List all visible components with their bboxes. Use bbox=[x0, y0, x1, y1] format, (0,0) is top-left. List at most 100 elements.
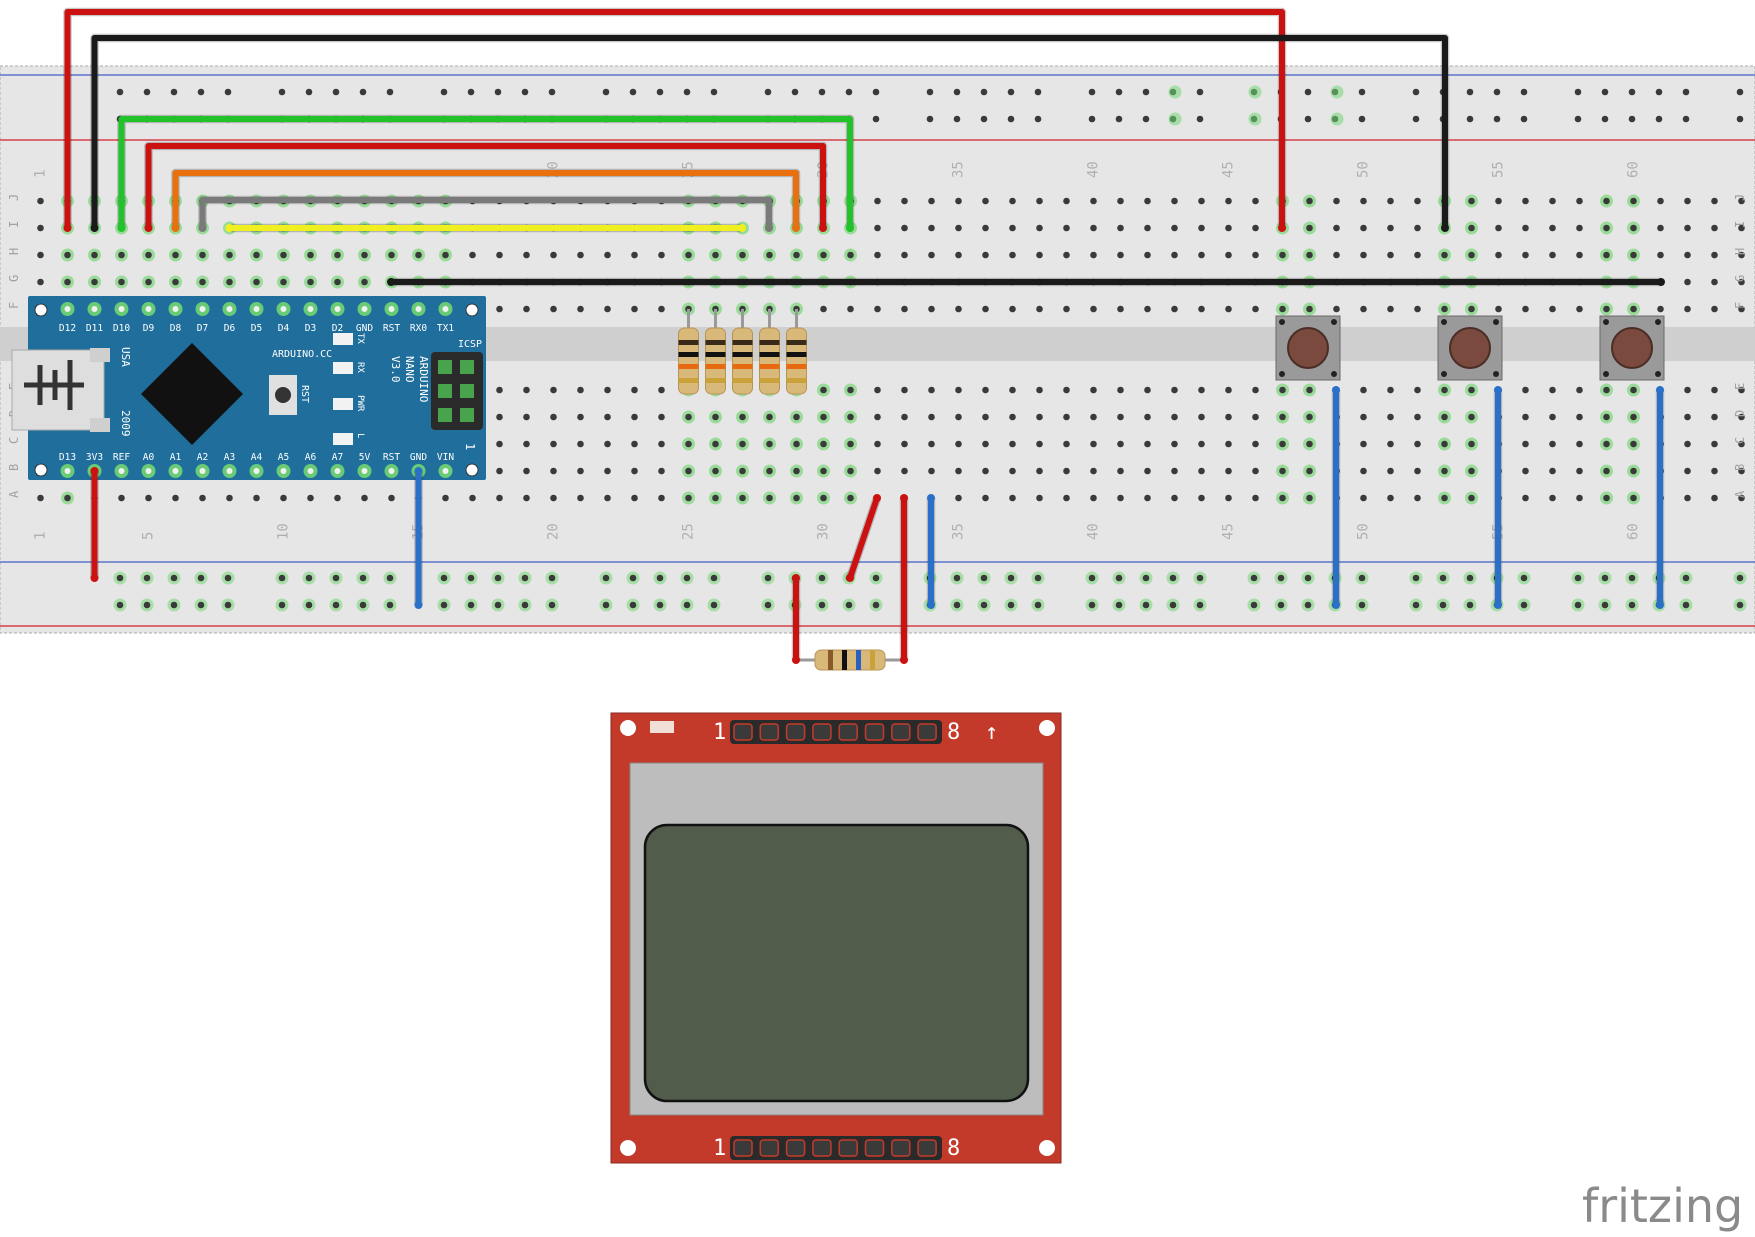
hole bbox=[1414, 251, 1421, 259]
nano-pin-center bbox=[145, 468, 152, 474]
hole bbox=[496, 494, 503, 502]
hole bbox=[1144, 413, 1151, 421]
rail-hole bbox=[980, 115, 988, 123]
lcd-pin bbox=[838, 723, 858, 741]
column-number: 45 bbox=[1221, 523, 1237, 540]
rail-hole bbox=[683, 601, 691, 609]
rail-hole bbox=[818, 574, 826, 582]
hole bbox=[1495, 305, 1502, 313]
lcd-hole-br bbox=[1039, 1140, 1055, 1156]
hole bbox=[388, 251, 395, 259]
rail-hole bbox=[1520, 601, 1528, 609]
wire-green-end bbox=[846, 224, 854, 232]
hole bbox=[1009, 386, 1016, 394]
hole bbox=[550, 413, 557, 421]
nano-pin-center bbox=[172, 306, 179, 312]
hole bbox=[955, 413, 962, 421]
hole bbox=[658, 386, 665, 394]
rail-hole bbox=[1682, 601, 1690, 609]
hole bbox=[1630, 224, 1637, 232]
rail-hole bbox=[683, 88, 691, 96]
hole bbox=[658, 494, 665, 502]
hole bbox=[1441, 494, 1448, 502]
hole bbox=[1063, 494, 1070, 502]
hole bbox=[1036, 494, 1043, 502]
rail-hole bbox=[656, 88, 664, 96]
rail-hole bbox=[710, 574, 718, 582]
hole bbox=[1333, 197, 1340, 205]
hole bbox=[1603, 494, 1610, 502]
nano-pin-center bbox=[253, 306, 260, 312]
nano-bottom-pin-label: A1 bbox=[170, 452, 182, 463]
hole bbox=[658, 467, 665, 475]
rail-hole-highlight bbox=[1168, 112, 1182, 126]
hole bbox=[1441, 251, 1448, 259]
hole bbox=[1441, 305, 1448, 313]
rail-hole bbox=[764, 601, 772, 609]
rail-hole bbox=[467, 601, 475, 609]
nano-pin-center bbox=[280, 468, 287, 474]
rail-hole bbox=[278, 88, 286, 96]
lcd-header bbox=[730, 720, 942, 744]
rail-hole bbox=[1034, 115, 1042, 123]
hole bbox=[658, 305, 665, 313]
nano-bottom-pin-label: A6 bbox=[305, 452, 317, 463]
hole bbox=[604, 413, 611, 421]
nano-top-pin-label: RX0 bbox=[410, 323, 427, 334]
hole bbox=[1198, 440, 1205, 448]
hole bbox=[1198, 305, 1205, 313]
rail-hole bbox=[1601, 115, 1609, 123]
hole bbox=[1063, 440, 1070, 448]
wire-black-ground-end bbox=[1657, 278, 1665, 286]
rail-hole bbox=[602, 574, 610, 582]
hole bbox=[928, 467, 935, 475]
hole bbox=[226, 251, 233, 259]
hole bbox=[793, 251, 800, 259]
hole bbox=[1549, 305, 1556, 313]
hole bbox=[577, 467, 584, 475]
hole bbox=[1603, 413, 1610, 421]
hole bbox=[1009, 197, 1016, 205]
hole bbox=[1684, 494, 1691, 502]
nano-brand: ARDUINO.CC bbox=[272, 349, 332, 360]
wire-red-mid bbox=[145, 143, 826, 231]
hole bbox=[1252, 386, 1259, 394]
column-number: 40 bbox=[1086, 161, 1102, 178]
row-letter: F bbox=[7, 302, 21, 309]
hole bbox=[496, 251, 503, 259]
nano-pin-center bbox=[118, 468, 125, 474]
rail-hole bbox=[953, 115, 961, 123]
hole bbox=[685, 494, 692, 502]
lcd-header bbox=[730, 1136, 942, 1160]
rail-hole bbox=[1466, 115, 1474, 123]
hole bbox=[442, 494, 449, 502]
rail-hole bbox=[1277, 574, 1285, 582]
rail-hole bbox=[1142, 88, 1150, 96]
lcd-hole-tl bbox=[620, 720, 636, 736]
hole bbox=[1522, 251, 1529, 259]
hole bbox=[1495, 251, 1502, 259]
lcd-pins-top bbox=[730, 720, 942, 744]
hole bbox=[1036, 197, 1043, 205]
hole bbox=[712, 467, 719, 475]
rail-hole bbox=[1142, 574, 1150, 582]
hole bbox=[982, 467, 989, 475]
rail-hole bbox=[1682, 574, 1690, 582]
rail-hole bbox=[116, 88, 124, 96]
resistor-pulldown bbox=[795, 649, 905, 671]
nano-pin-center bbox=[226, 306, 233, 312]
column-number: 60 bbox=[1626, 523, 1642, 540]
hole bbox=[901, 251, 908, 259]
hole bbox=[928, 413, 935, 421]
hole bbox=[1684, 386, 1691, 394]
hole bbox=[469, 494, 476, 502]
rail-hole bbox=[629, 88, 637, 96]
rail-hole bbox=[1142, 115, 1150, 123]
hole bbox=[1468, 494, 1475, 502]
lcd-pin bbox=[917, 1139, 937, 1157]
hole bbox=[1360, 413, 1367, 421]
rail-hole bbox=[1601, 88, 1609, 96]
hole bbox=[1711, 251, 1718, 259]
hole bbox=[1144, 197, 1151, 205]
